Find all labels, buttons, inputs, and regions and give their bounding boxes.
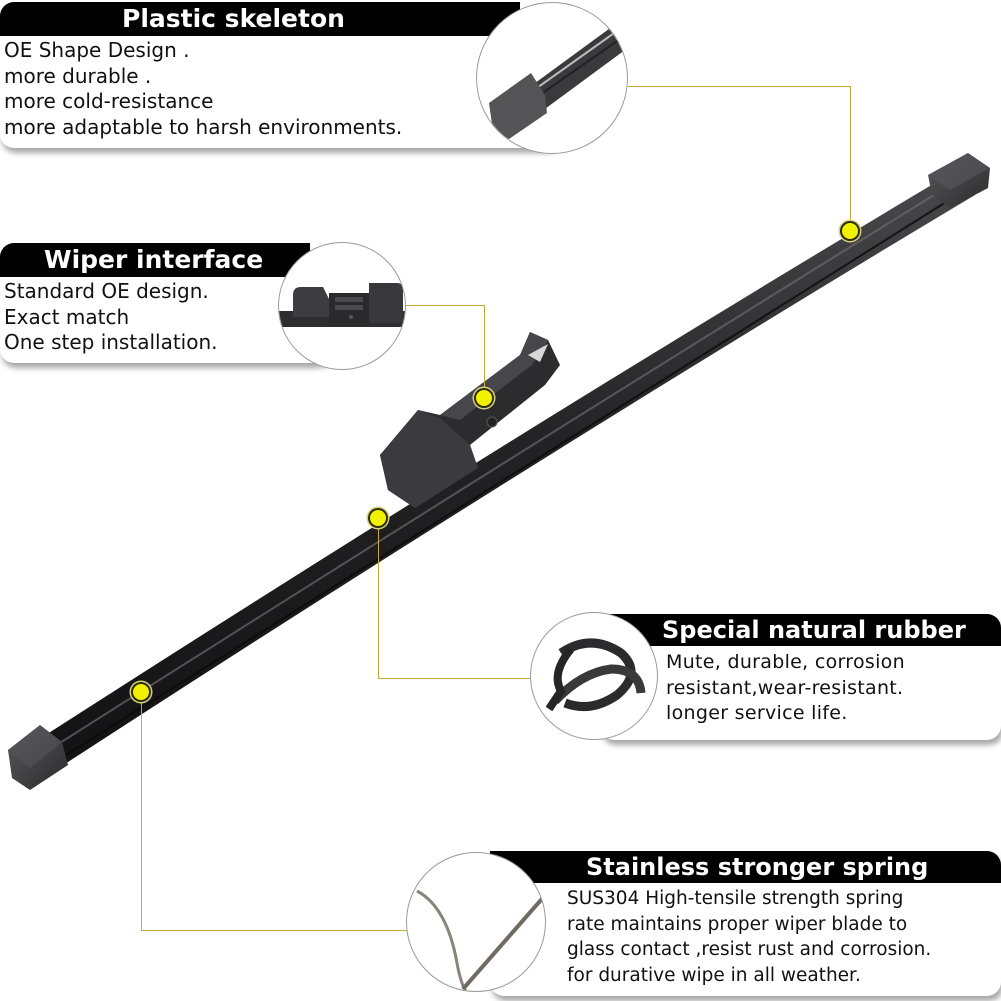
marker-dot-natural-rubber (370, 510, 386, 526)
callout-title: Plastic skeleton (0, 2, 520, 36)
rubber-strip-closeup-icon (530, 612, 658, 740)
leader-line-stainless-spring (141, 692, 410, 931)
callout-body: Standard OE design. Exact match One step… (4, 279, 218, 354)
end-cap-left (8, 725, 68, 790)
callout-plastic-skeleton: Plastic skeleton OE Shape Design . more … (0, 2, 560, 148)
callout-title: Wiper interface (0, 243, 310, 277)
marker-dot-plastic-skeleton (842, 223, 858, 239)
leader-line-wiper-interface (404, 305, 485, 398)
wiper-adapter-closeup-icon (278, 242, 406, 370)
marker-dot-wiper-interface (476, 390, 492, 406)
leader-line-natural-rubber (378, 518, 531, 679)
wiper-adapter (380, 332, 560, 508)
leader-line-plastic-skeleton (628, 86, 851, 233)
callout-stainless-spring: Stainless stronger spring SUS304 High-te… (490, 851, 1001, 996)
callout-title: Special natural rubber (600, 614, 1001, 646)
steel-spring-closeup-icon (406, 852, 546, 992)
end-cap-right (928, 153, 990, 208)
callout-wiper-interface: Wiper interface Standard OE design. Exac… (0, 243, 330, 363)
marker-dot-stainless-spring (133, 684, 149, 700)
blade-end-cap-closeup-icon (476, 2, 628, 154)
callout-title: Stainless stronger spring (490, 851, 1001, 883)
callout-body: OE Shape Design . more durable . more co… (4, 38, 403, 139)
callout-body: SUS304 High-tensile strength spring rate… (567, 888, 932, 986)
callout-body: Mute, durable, corrosion resistant,wear-… (666, 651, 905, 724)
callout-natural-rubber: Special natural rubber Mute, durable, co… (600, 614, 1001, 740)
